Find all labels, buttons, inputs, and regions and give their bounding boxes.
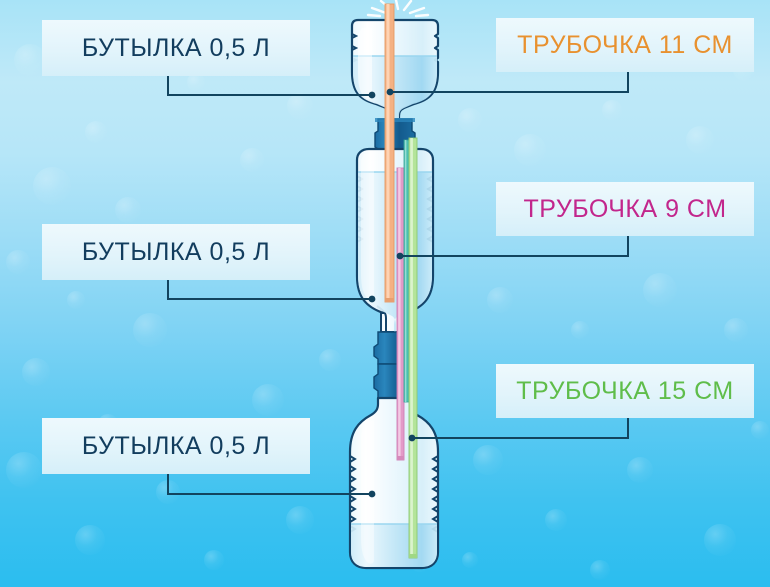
bottle-top [350,18,440,128]
leader-straw-9 [400,236,629,257]
straw-teal [403,139,410,403]
label-straw-11: ТРУБОЧКА 11 СМ [496,18,754,72]
straw-orange [384,3,395,303]
label-straw-15-text: ТРУБОЧКА 15 СМ [516,376,734,405]
label-bottle-top: БУТЫЛКА 0,5 Л [42,20,310,76]
label-straw-11-text: ТРУБОЧКА 11 СМ [517,30,733,59]
leader-bottle-top [167,76,372,96]
straw-green [408,137,418,559]
leader-bottle-middle [167,280,372,300]
label-bottle-middle-text: БУТЫЛКА 0,5 Л [81,237,271,266]
label-bottle-middle: БУТЫЛКА 0,5 Л [42,224,310,280]
bottle-bottom [348,396,440,570]
label-bottle-bottom: БУТЫЛКА 0,5 Л [42,418,310,474]
leader-bottle-bottom [167,474,372,495]
label-straw-9-text: ТРУБОЧКА 9 СМ [523,194,727,223]
label-straw-15: ТРУБОЧКА 15 СМ [496,364,754,418]
leader-straw-15 [412,418,629,439]
label-straw-9: ТРУБОЧКА 9 СМ [496,182,754,236]
label-bottle-top-text: БУТЫЛКА 0,5 Л [81,33,271,62]
water-splash-icon [366,0,430,18]
bottle-middle [355,147,435,336]
straw-magenta [396,167,405,461]
label-bottle-bottom-text: БУТЫЛКА 0,5 Л [81,431,271,460]
